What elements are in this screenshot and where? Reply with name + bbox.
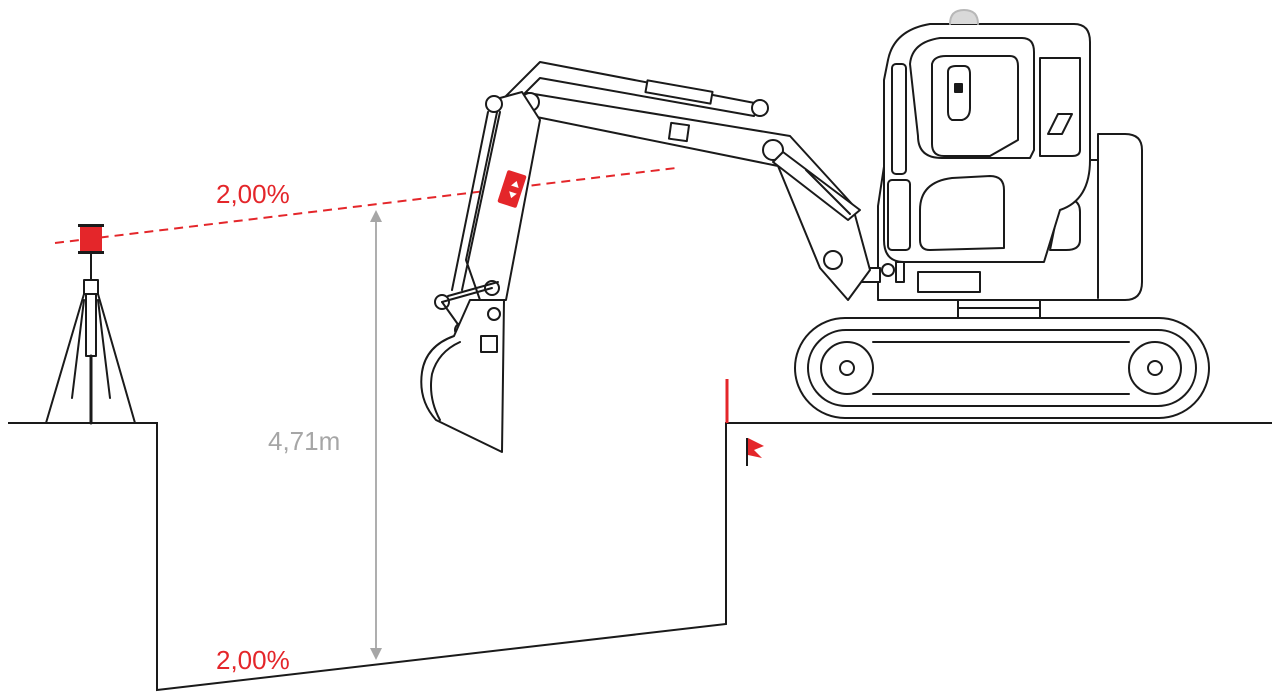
trench-slope-label: 2,00% xyxy=(216,645,290,675)
laser-plane-line xyxy=(54,167,677,244)
excavator-tracks xyxy=(794,317,1210,419)
laser-receiver-icon xyxy=(497,170,527,208)
tripod-icon xyxy=(45,250,136,425)
ground-profile xyxy=(8,422,1272,692)
laser-slope-label: 2,00% xyxy=(216,179,290,209)
depth-label: 4,71m xyxy=(268,426,341,456)
rotating-laser-icon xyxy=(78,224,104,254)
excavator-icon xyxy=(420,9,1210,453)
depth-dimension xyxy=(370,210,382,660)
flag-icon xyxy=(746,438,764,466)
